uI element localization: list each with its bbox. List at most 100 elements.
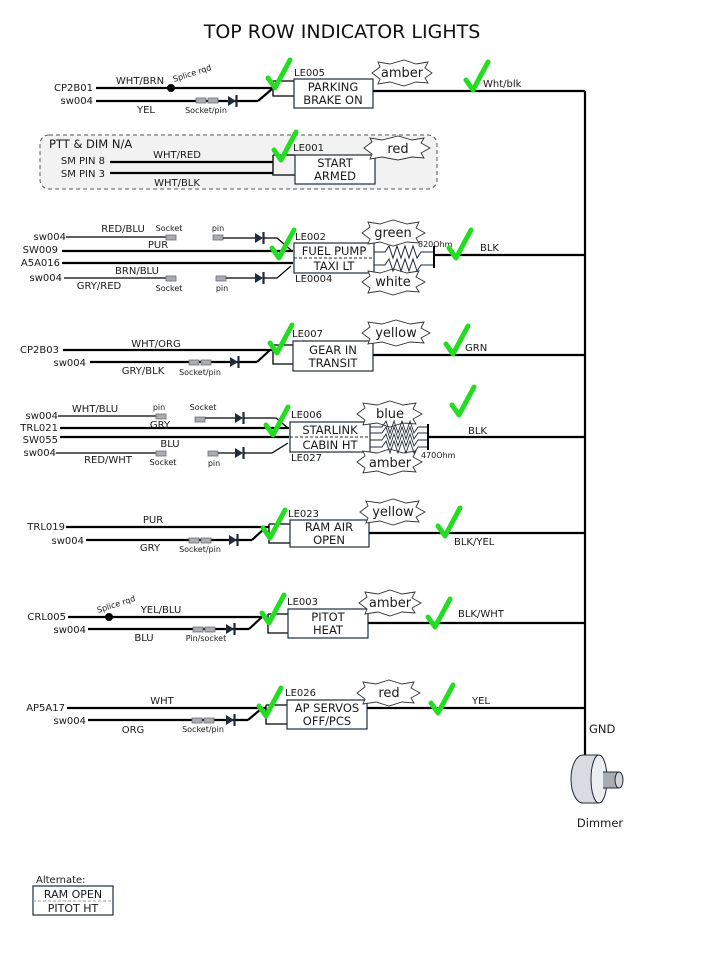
color-burst xyxy=(358,589,422,617)
check-mark-icon xyxy=(452,387,474,415)
splice-note: Splice rqd xyxy=(96,594,137,615)
wire-color-label: BLU xyxy=(134,633,153,644)
connector-socket xyxy=(195,97,207,104)
check-mark-icon xyxy=(266,407,288,435)
ground-label: GND xyxy=(589,722,616,736)
connector-label: Socket/pin xyxy=(185,106,227,115)
check-mark-icon xyxy=(262,595,284,623)
wire-color-label: GRY xyxy=(150,420,171,431)
lamp-color: amber xyxy=(369,596,412,611)
alternate-line: RAM OPEN xyxy=(44,888,102,901)
connector-pin xyxy=(200,359,212,366)
lamp-color: red xyxy=(387,142,408,157)
diode-icon xyxy=(253,230,265,246)
wire-color-label: GRY xyxy=(140,543,161,554)
color-burst xyxy=(356,448,423,476)
output-wire-label: YEL xyxy=(471,696,490,707)
lamp-label-line: PARKING xyxy=(308,80,359,94)
circuit-ap-servos: AP5A17 sw004 WHT ORG Socket/pin LE026 AP… xyxy=(26,679,585,736)
diode-icon xyxy=(227,532,239,548)
circuit-start-armed: PTT & DIM N/A SM PIN 8 SM PIN 3 WHT/RED … xyxy=(39,132,438,190)
wire-color-label: WHT/ORG xyxy=(131,339,180,350)
source-label: AP5A17 xyxy=(26,703,65,714)
splice-dot xyxy=(105,613,113,621)
lamp-label-line: ARMED xyxy=(314,169,356,183)
color-burst xyxy=(361,268,426,296)
lamp-color: yellow xyxy=(375,326,417,341)
connector-label: pin xyxy=(153,403,165,412)
lamp-label-line: RAM AIR xyxy=(305,520,353,534)
lamp-color-2: amber xyxy=(369,456,412,471)
dimmer-knob-icon[interactable] xyxy=(570,754,624,804)
diode-icon xyxy=(224,621,236,637)
wire-color-label: GRY/RED xyxy=(77,281,122,292)
connector-pin xyxy=(212,234,224,241)
source-label: SM PIN 3 xyxy=(61,169,105,180)
source-label: CP2B03 xyxy=(20,345,59,356)
check-mark-icon xyxy=(259,688,281,716)
lamp-label-line: FUEL PUMP xyxy=(302,244,367,258)
connector-socket xyxy=(155,450,167,457)
connector-socket xyxy=(165,234,177,241)
diode-icon xyxy=(224,712,236,728)
check-mark-icon xyxy=(268,60,290,88)
check-mark-icon xyxy=(270,325,292,353)
connector-socket xyxy=(204,626,216,633)
dimmer-assembly: GND Dimmer xyxy=(570,722,624,830)
resistor-value: 470Ohm xyxy=(421,451,456,460)
connector-pin xyxy=(207,97,219,104)
source-label: sw004 xyxy=(54,716,86,727)
diagram-title: TOP ROW INDICATOR LIGHTS xyxy=(203,21,481,43)
lamp-label-line: STARLINK xyxy=(302,423,358,437)
wire-color-label: WHT/BRN xyxy=(116,76,164,87)
indicator-lamp-box xyxy=(293,78,374,109)
source-label: CP2B01 xyxy=(54,83,93,94)
source-label: SW055 xyxy=(23,435,58,446)
color-burst xyxy=(359,498,426,526)
connector-label: Pin/socket xyxy=(186,634,227,643)
color-burst xyxy=(361,319,431,347)
alternate-label: Alternate: xyxy=(36,875,86,886)
connector-label: Socket xyxy=(156,284,183,293)
diode-icon xyxy=(253,270,265,286)
circuit-ram-air: TRL019 sw004 PUR GRY Socket/pin LE023 RA… xyxy=(26,498,585,554)
indicator-lamp-box xyxy=(289,519,370,548)
lamp-id: LE002 xyxy=(295,232,326,243)
lamp-color: blue xyxy=(376,407,404,422)
wire-color-label: WHT/RED xyxy=(153,150,201,161)
indicator-lamp-box xyxy=(287,608,369,639)
alternate-line: PITOT HT xyxy=(48,902,99,915)
source-label: sw004 xyxy=(52,536,84,547)
lamp-label-line: AP SERVOS xyxy=(295,701,359,715)
lamp-id: LE003 xyxy=(287,597,318,608)
dimmer-label: Dimmer xyxy=(577,816,624,830)
connector-label: Socket/pin xyxy=(179,368,221,377)
source-label: sw004 xyxy=(34,232,66,243)
connector-pin xyxy=(200,537,212,544)
lamp-label-line: CABIN HT xyxy=(302,438,358,452)
color-burst xyxy=(356,400,423,428)
wire-color-label: PUR xyxy=(143,515,163,526)
source-label: CRL005 xyxy=(27,612,66,623)
lamp-id: LE023 xyxy=(288,509,319,520)
lamp-color: amber xyxy=(381,66,424,81)
lamp-color-2: white xyxy=(375,275,411,290)
lamp-color: red xyxy=(378,686,399,701)
source-label: sw004 xyxy=(24,448,56,459)
source-label: TRL019 xyxy=(26,522,65,533)
source-label: sw004 xyxy=(61,96,93,107)
connector-label: Socket xyxy=(150,458,177,467)
wire-color-label: WHT/BLU xyxy=(72,404,118,415)
lamp-label-line: OPEN xyxy=(313,533,345,547)
source-label: sw004 xyxy=(54,625,86,636)
circuit-fuel-pump-taxi: sw004 SW009 A5A016 sw004 Socket RED/BLU … xyxy=(21,219,585,296)
check-mark-icon xyxy=(272,230,294,258)
connector-pin xyxy=(207,450,219,457)
lamp-label-line: TAXI LT xyxy=(313,259,356,273)
indicator-lamp-box xyxy=(294,154,376,185)
output-wire-label: BLK/YEL xyxy=(454,537,495,548)
splice-note: Splice rqd xyxy=(172,63,213,84)
diode-icon xyxy=(226,93,238,109)
wire-color-label: RED/WHT xyxy=(84,455,133,466)
